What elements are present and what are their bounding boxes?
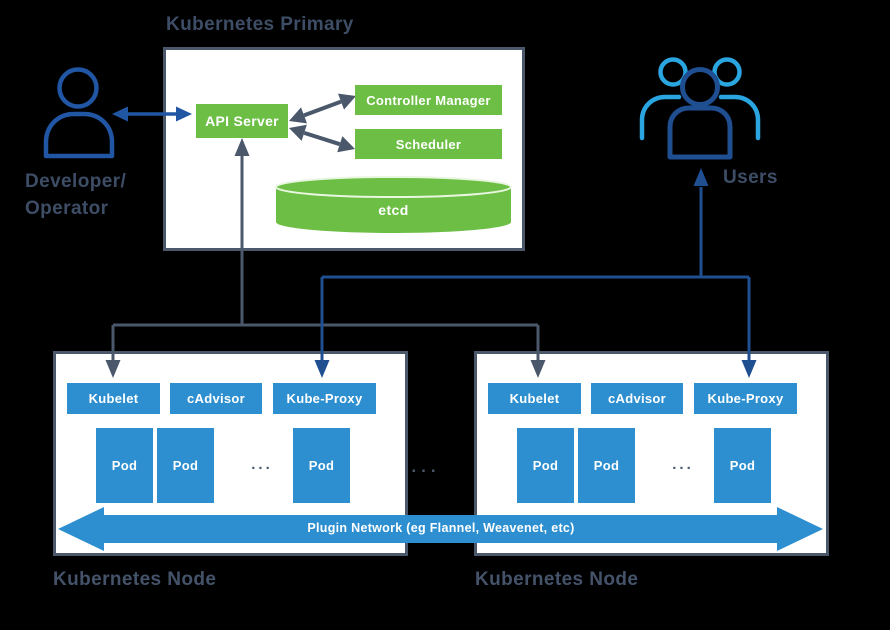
users-label: Users [723, 167, 778, 188]
scheduler-box: Scheduler [355, 129, 502, 159]
pod-box: Pod [157, 428, 214, 503]
pod-box: Pod [293, 428, 350, 503]
pod-box: Pod [96, 428, 153, 503]
kubelet-box-left: Kubelet [67, 383, 160, 414]
kubeproxy-box-left: Kube-Proxy [273, 383, 376, 414]
node-label-left: Kubernetes Node [53, 569, 217, 590]
pods-ellipsis-right: ... [672, 456, 694, 473]
developer-label: Developer/ Operator [25, 168, 126, 222]
api-server-box: API Server [196, 104, 288, 138]
developer-label-line2: Operator [25, 198, 109, 219]
pods-ellipsis-left: ... [251, 456, 273, 473]
plugin-network-label: Plugin Network (eg Flannel, Weavenet, et… [307, 521, 575, 535]
pod-box: Pod [714, 428, 771, 503]
between-nodes-ellipsis: ... [411, 457, 441, 476]
cadvisor-box-left: cAdvisor [170, 383, 262, 414]
node-label-right: Kubernetes Node [475, 569, 639, 590]
cadvisor-box-right: cAdvisor [591, 383, 683, 414]
controller-manager-box: Controller Manager [355, 85, 502, 115]
kubeproxy-box-right: Kube-Proxy [694, 383, 797, 414]
users-icon [639, 57, 761, 160]
etcd-label: etcd [378, 202, 409, 218]
primary-title: Kubernetes Primary [166, 14, 354, 35]
developer-label-line1: Developer/ [25, 171, 127, 192]
pod-box: Pod [578, 428, 635, 503]
developer-icon [43, 67, 115, 159]
kubelet-box-right: Kubelet [488, 383, 581, 414]
pod-box: Pod [517, 428, 574, 503]
